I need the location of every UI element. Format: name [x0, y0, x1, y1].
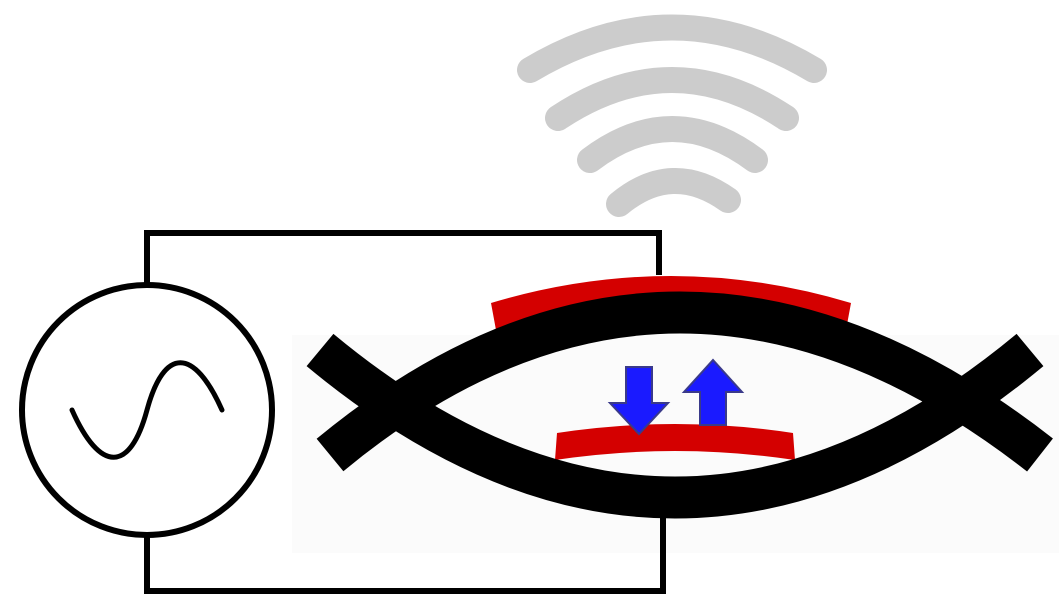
lower-beam: [306, 333, 1044, 519]
circuit-wire-icon: [144, 230, 666, 594]
ac-voltage-source-icon: [19, 282, 275, 538]
bottom-electrode: [555, 424, 795, 460]
signal-arc-2: [545, 67, 799, 131]
up-arrow-icon: [681, 358, 745, 426]
down-arrow-icon: [607, 366, 671, 436]
signal-arc-3: [577, 116, 768, 173]
top-wire: [144, 230, 662, 287]
signal-arc-1: [517, 14, 827, 83]
crossed-beams-icon: [306, 291, 1053, 519]
upper-beam: [316, 291, 1053, 472]
bottom-wire: [144, 515, 666, 594]
sine-wave-icon: [69, 360, 225, 460]
signal-arc-4: [606, 168, 741, 217]
wireless-signal-icon: [517, 14, 827, 217]
up-down-arrows-icon: [607, 358, 745, 436]
